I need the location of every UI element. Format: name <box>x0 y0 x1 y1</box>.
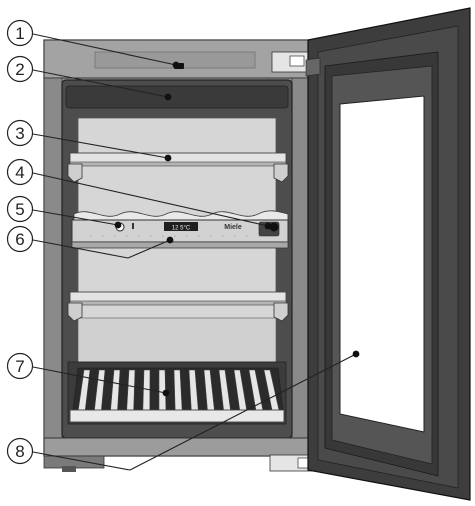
leader-lines <box>32 33 357 471</box>
interior-light-bar <box>65 85 289 109</box>
door-glass-pane <box>339 95 425 433</box>
callout-5-label: 5 <box>15 200 24 219</box>
callout-5: 5 <box>6 195 34 223</box>
callout-8-label: 8 <box>15 442 24 461</box>
callout-4: 4 <box>6 158 34 186</box>
temperature-display-text: 12 5°C <box>172 226 191 232</box>
presentation-shelf <box>73 210 289 223</box>
upper-wooden-shelf <box>67 152 289 183</box>
lower-wooden-shelf <box>67 291 289 322</box>
rack-slat <box>142 369 151 413</box>
callout-4-label: 4 <box>15 163 24 182</box>
callout-7: 7 <box>6 352 34 380</box>
cabinet-plinth <box>43 437 311 457</box>
callout-8: 8 <box>6 437 34 465</box>
callout-3-label: 3 <box>15 124 24 143</box>
callout-7-label: 7 <box>15 357 24 376</box>
callout-3: 3 <box>6 119 34 147</box>
callout-1-label: 1 <box>15 24 24 43</box>
temperature-display <box>164 222 198 231</box>
callout-1: 1 <box>6 19 34 47</box>
callout-2: 2 <box>6 55 34 83</box>
callout-2-label: 2 <box>15 60 24 79</box>
glass-door <box>305 7 471 501</box>
bottom-bottle-rack <box>67 361 287 425</box>
control-panel: 12 5°C Miele <box>71 219 289 249</box>
callout-6-label: 6 <box>15 230 24 249</box>
brand-label: Miele <box>224 224 242 231</box>
callout-6: 6 <box>6 225 34 253</box>
leader-dots <box>114 61 360 397</box>
cabinet: 12 5°C Miele <box>43 39 327 472</box>
